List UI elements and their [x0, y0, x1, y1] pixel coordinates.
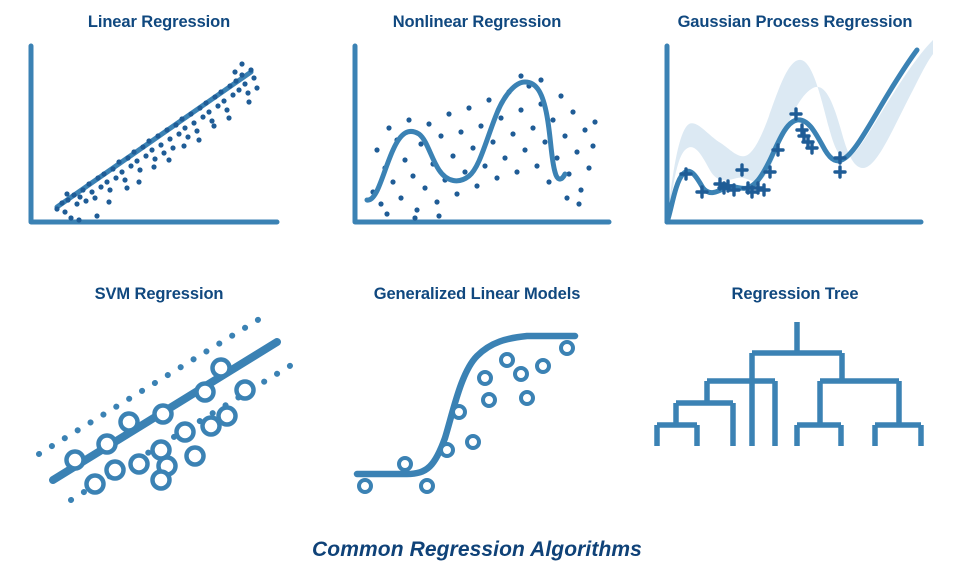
- fit-curve: [364, 79, 568, 203]
- linear-regression-chart: [28, 43, 280, 225]
- axis-lines: [28, 43, 280, 225]
- regression-tree-diagram: [654, 322, 924, 446]
- plus-markers: [679, 107, 847, 199]
- panel-generalized-linear-models: Generalized Linear Models: [318, 284, 636, 520]
- infographic-footer-title: Common Regression Algorithms: [312, 538, 642, 561]
- generalized-linear-models-chart: [353, 332, 579, 494]
- panel-title-linear-regression: Linear Regression: [87, 13, 231, 31]
- scatter-points: [54, 61, 260, 223]
- panel-title-regression-tree: Regression Tree: [731, 285, 859, 303]
- panel-title-gaussian-process-regression: Gaussian Process Regression: [677, 13, 913, 31]
- data-point-circles: [64, 357, 256, 495]
- gaussian-process-regression-chart: [664, 40, 933, 228]
- confidence-band: [667, 40, 933, 228]
- nonlinear-regression-chart: [352, 43, 612, 225]
- sigmoid-curve: [353, 332, 579, 478]
- panel-svm-regression: SVM Regression: [0, 284, 318, 520]
- data-point-circles: [357, 340, 575, 494]
- upper-margin-dotted-line: [36, 315, 264, 457]
- axis-lines: [352, 43, 612, 225]
- panel-title-nonlinear-regression: Nonlinear Regression: [392, 13, 562, 31]
- svm-regression-chart: [36, 315, 296, 503]
- panel-nonlinear-regression: Nonlinear Regression: [318, 12, 636, 280]
- panel-gaussian-process-regression: Gaussian Process Regression: [636, 12, 954, 280]
- posterior-mean-curve: [664, 47, 920, 225]
- panel-title-generalized-linear-models: Generalized Linear Models: [373, 285, 581, 303]
- panel-title-svm-regression: SVM Regression: [94, 285, 224, 303]
- panel-regression-tree: Regression Tree: [636, 284, 954, 520]
- panel-linear-regression: Linear Regression: [0, 12, 318, 280]
